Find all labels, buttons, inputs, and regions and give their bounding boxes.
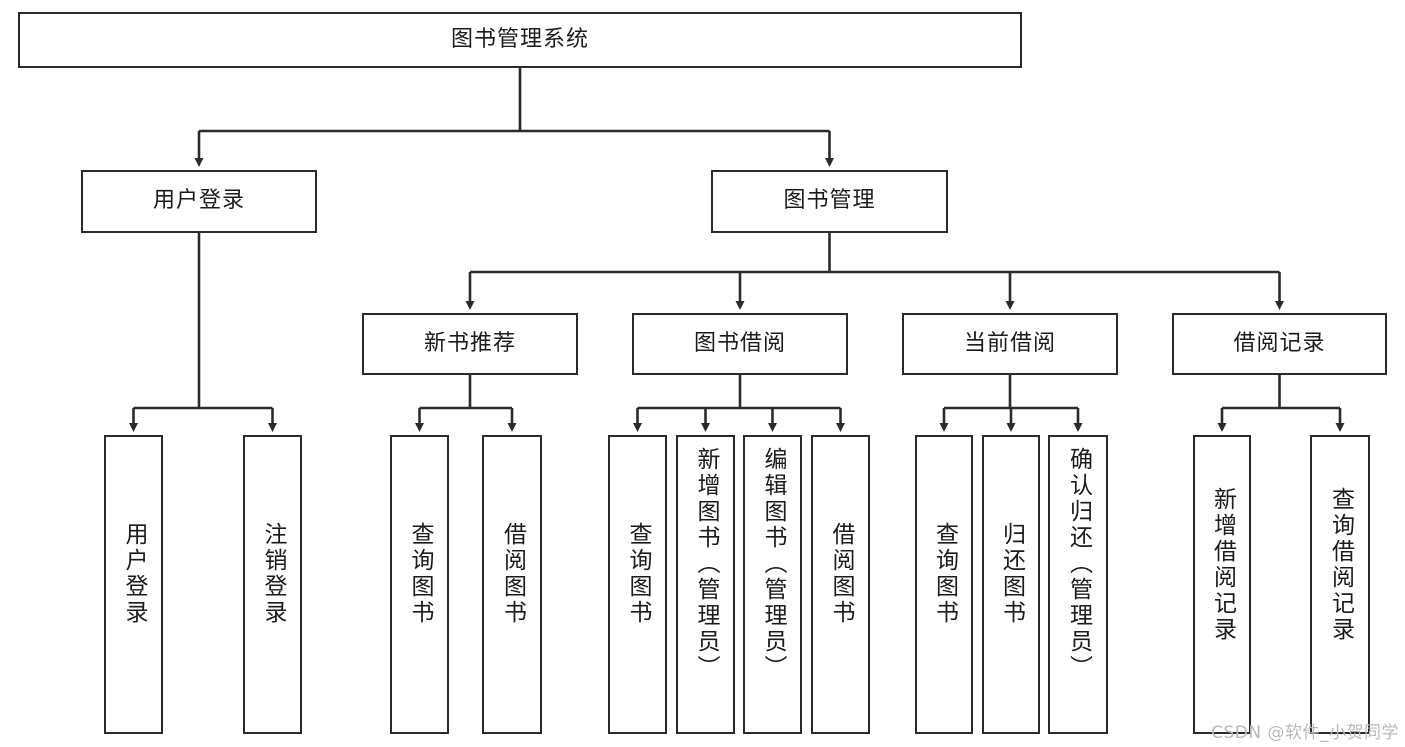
node-leaf-edit-book-label: 编辑图书（管理员） [760, 447, 786, 681]
node-leaf-user-login[interactable]: 用户登录 [104, 435, 163, 734]
node-leaf-query-record-label: 查询借阅记录 [1327, 487, 1354, 643]
node-leaf-user-logout-label: 注销登录 [260, 522, 286, 626]
node-borrow-record[interactable]: 借阅记录 [1172, 313, 1387, 375]
node-new-book-recommend[interactable]: 新书推荐 [362, 313, 578, 375]
node-user-login-label: 用户登录 [152, 188, 245, 214]
node-current-borrow-label: 当前借阅 [963, 330, 1056, 356]
node-leaf-add-record[interactable]: 新增借阅记录 [1193, 435, 1251, 734]
node-root-label: 图书管理系统 [450, 26, 589, 52]
node-leaf-add-book-label: 新增图书（管理员） [693, 447, 719, 681]
node-leaf-query-book-1[interactable]: 查询图书 [390, 435, 449, 734]
node-leaf-query-book-2[interactable]: 查询图书 [608, 435, 667, 734]
node-leaf-return-book[interactable]: 归还图书 [982, 435, 1040, 734]
node-user-login[interactable]: 用户登录 [81, 170, 317, 233]
node-root[interactable]: 图书管理系统 [18, 12, 1022, 68]
node-new-book-recommend-label: 新书推荐 [423, 330, 516, 356]
node-leaf-borrow-book-2-label: 借阅图书 [828, 522, 854, 626]
node-leaf-add-record-label: 新增借阅记录 [1209, 487, 1236, 643]
node-leaf-query-book-3-label: 查询图书 [931, 522, 958, 626]
node-leaf-return-book-label: 归还图书 [998, 522, 1025, 626]
node-leaf-query-book-2-label: 查询图书 [625, 522, 651, 626]
node-book-manage-label: 图书管理 [783, 188, 876, 214]
node-leaf-user-logout[interactable]: 注销登录 [243, 435, 302, 734]
node-leaf-query-record[interactable]: 查询借阅记录 [1310, 435, 1370, 734]
node-leaf-add-book[interactable]: 新增图书（管理员） [676, 435, 735, 734]
node-leaf-confirm-return[interactable]: 确认归还（管理员） [1048, 435, 1108, 734]
node-book-manage[interactable]: 图书管理 [711, 170, 948, 233]
node-leaf-confirm-return-label: 确认归还（管理员） [1065, 447, 1092, 681]
node-book-borrow-label: 图书借阅 [693, 330, 786, 356]
node-leaf-borrow-book-1[interactable]: 借阅图书 [482, 435, 542, 734]
node-leaf-query-book-3[interactable]: 查询图书 [915, 435, 973, 734]
node-leaf-query-book-1-label: 查询图书 [407, 522, 433, 626]
node-leaf-edit-book[interactable]: 编辑图书（管理员） [743, 435, 802, 734]
csdn-watermark: CSDN @软件_小贺同学 [1211, 723, 1399, 743]
node-leaf-user-login-label: 用户登录 [121, 522, 147, 626]
node-leaf-borrow-book-2[interactable]: 借阅图书 [811, 435, 870, 734]
node-book-borrow[interactable]: 图书借阅 [632, 313, 848, 375]
node-current-borrow[interactable]: 当前借阅 [902, 313, 1118, 375]
node-borrow-record-label: 借阅记录 [1233, 330, 1326, 356]
node-leaf-borrow-book-1-label: 借阅图书 [499, 522, 526, 626]
